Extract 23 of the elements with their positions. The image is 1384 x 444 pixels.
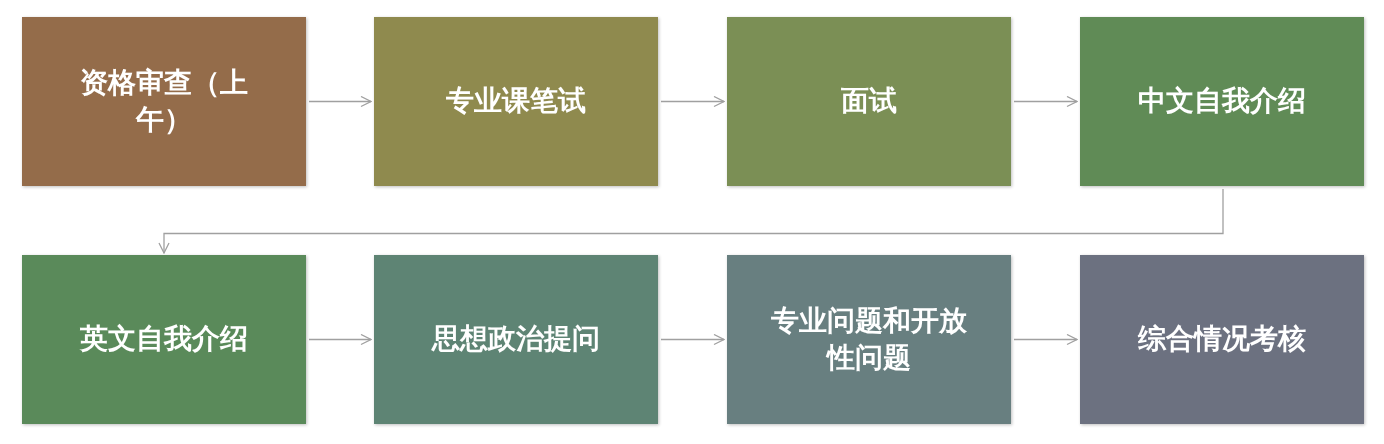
- process-box: [1080, 255, 1364, 424]
- arrow: [158, 188, 1224, 254]
- arrow: [308, 333, 372, 346]
- process-box: [374, 255, 658, 424]
- arrow: [308, 95, 372, 108]
- step-label: 专业课笔试: [446, 83, 586, 120]
- step-label: 综合情况考核: [1138, 321, 1306, 358]
- arrow: [660, 95, 725, 108]
- step-label: 英文自我介绍: [80, 321, 248, 358]
- process-box: [22, 255, 306, 424]
- step-label: 专业问题和开放性问题: [770, 303, 968, 376]
- process-box: [727, 17, 1011, 186]
- step-label: 思想政治提问: [432, 321, 600, 358]
- process-box: [374, 17, 658, 186]
- arrow: [660, 333, 725, 346]
- process-box: [22, 17, 306, 186]
- step-label: 面试: [841, 83, 897, 120]
- process-box: [1080, 17, 1364, 186]
- arrow: [1013, 333, 1078, 346]
- step-label: 资格审查（上午）: [79, 65, 249, 138]
- step-label: 中文自我介绍: [1138, 83, 1306, 120]
- process-box: [727, 255, 1011, 424]
- arrow: [1013, 95, 1078, 108]
